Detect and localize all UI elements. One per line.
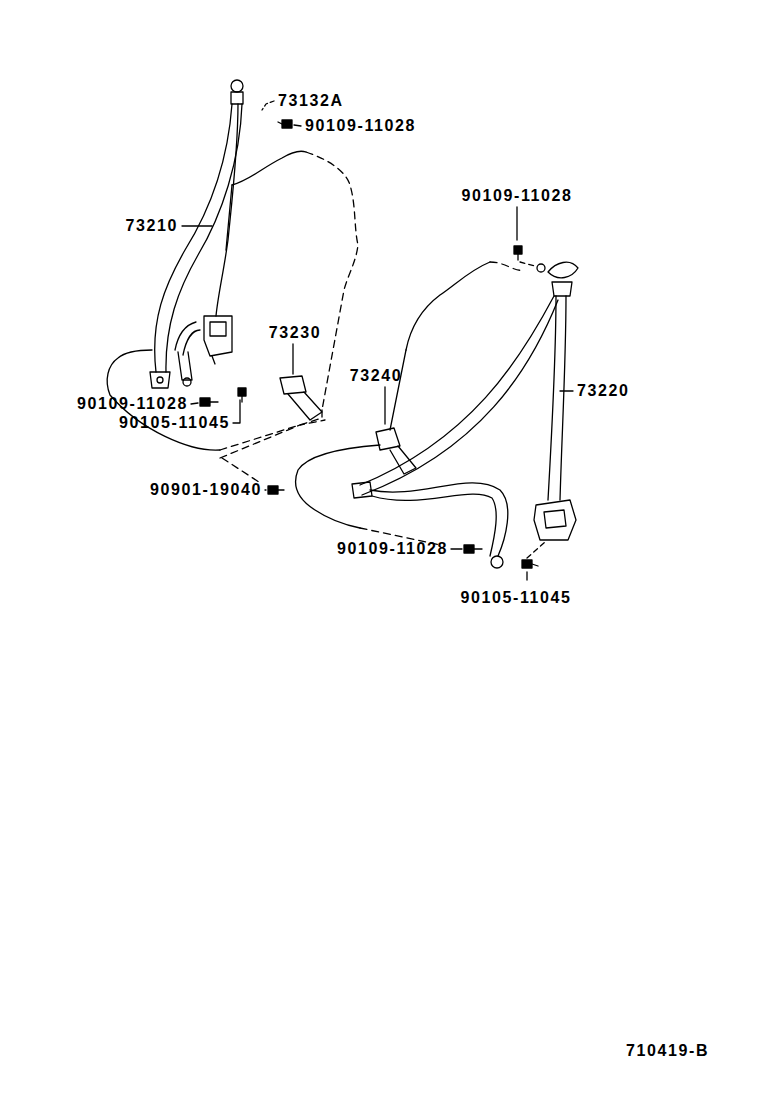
part-number: 73132A — [278, 92, 344, 110]
part-number: 90105-11045 — [119, 414, 230, 432]
part-number: 90109-11028 — [461, 187, 572, 205]
left-buckle — [280, 376, 322, 420]
right-buckle — [376, 428, 416, 474]
part-number: 90109-11028 — [305, 117, 416, 135]
part-number: 90901-19040 — [150, 481, 262, 499]
part-number: 90105-11045 — [460, 589, 571, 607]
figure-code: 710419-B — [626, 1042, 709, 1060]
right-seat-outline — [295, 262, 522, 545]
part-number: 73230 — [269, 324, 322, 342]
right-seat-belt — [352, 262, 578, 568]
leader-lines — [182, 101, 573, 580]
part-number: 90109-11028 — [337, 540, 448, 558]
part-number: 73210 — [126, 217, 179, 235]
part-number: 73240 — [350, 367, 403, 385]
part-number: 73220 — [577, 382, 630, 400]
part-number: 90109-11028 — [77, 395, 188, 413]
